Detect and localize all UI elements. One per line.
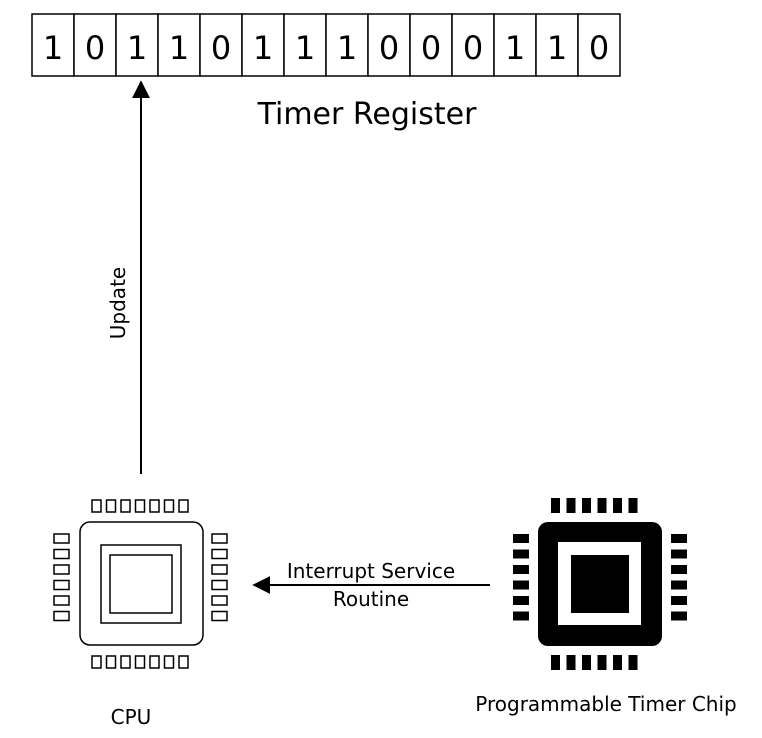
register-cell	[367, 13, 411, 77]
cpu-pin-bottom	[91, 655, 102, 669]
cpu-pin-right	[211, 533, 228, 544]
cpu-pin-right	[211, 579, 228, 591]
register-bit: 1	[505, 29, 525, 67]
cpu-pin-right	[211, 548, 228, 560]
cpu-pin-top	[178, 499, 189, 513]
register-bit: 0	[211, 29, 231, 67]
cpu-pin-left	[53, 548, 70, 560]
cpu-pin-right	[211, 595, 228, 606]
timer-register-label: Timer Register	[257, 97, 477, 132]
timer-chip-label: Programmable Timer Chip	[475, 692, 736, 716]
cpu-chip-icon	[53, 499, 228, 669]
cpu-pin-left	[53, 610, 70, 622]
timer-pin-left	[513, 549, 529, 559]
register-cell	[115, 13, 159, 77]
timer-pin-top	[551, 498, 560, 513]
register-bit: 1	[547, 29, 567, 67]
cpu-pin-top	[120, 499, 131, 513]
timer-pin-bottom	[582, 655, 591, 670]
timer-pin-left	[513, 611, 529, 621]
cpu-label: CPU	[111, 705, 152, 729]
timer-pin-bottom	[613, 655, 622, 670]
timer-pin-top	[628, 498, 638, 513]
isr-label-line1: Interrupt Service	[287, 559, 455, 583]
cpu-pin-bottom	[120, 655, 131, 669]
cpu-pin-top	[105, 499, 117, 513]
cpu-pin-left	[53, 579, 70, 591]
register-bit: 1	[169, 29, 189, 67]
cpu-pin-left	[53, 564, 70, 575]
register-cell	[31, 13, 75, 77]
timer-pin-right	[671, 549, 687, 559]
register-bit: 0	[463, 29, 483, 67]
timer-pin-right	[671, 565, 687, 574]
timer-core	[571, 555, 629, 613]
register-cell	[241, 13, 285, 77]
cpu-pin-top	[149, 499, 160, 513]
cpu-pin-bottom	[178, 655, 189, 669]
timer-pin-left	[513, 534, 529, 543]
timer-pin-bottom	[551, 655, 560, 670]
timer-pin-right	[671, 611, 687, 621]
register-cell	[493, 13, 537, 77]
cpu-pin-right	[211, 610, 228, 622]
register-bit: 0	[379, 29, 399, 67]
timer-pin-left	[513, 580, 529, 590]
register-bit: 1	[295, 29, 315, 67]
timer-pin-right	[671, 596, 687, 605]
cpu-pin-top	[91, 499, 102, 513]
register-cell	[73, 13, 117, 77]
timer-pin-left	[513, 565, 529, 574]
register-bit: 0	[589, 29, 609, 67]
register-bit: 1	[337, 29, 357, 67]
register-cell	[283, 13, 327, 77]
cpu-pin-top	[134, 499, 146, 513]
register-cell	[535, 13, 579, 77]
cpu-pin-bottom	[149, 655, 160, 669]
isr-label-line2: Routine	[333, 587, 409, 611]
cpu-pin-left	[53, 533, 70, 544]
timer-pin-bottom	[628, 655, 638, 670]
cpu-pin-right	[211, 564, 228, 575]
timer-pin-right	[671, 534, 687, 543]
cpu-pin-bottom	[105, 655, 117, 669]
timer-pin-top	[613, 498, 622, 513]
cpu-pin-top	[163, 499, 175, 513]
register-cell	[325, 13, 369, 77]
register-cell	[199, 13, 243, 77]
cpu-pin-left	[53, 595, 70, 606]
cpu-pin-bottom	[134, 655, 146, 669]
timer-pin-top	[597, 498, 607, 513]
timer-pin-left	[513, 596, 529, 605]
timer-chip-icon	[513, 498, 687, 670]
register-bit: 0	[85, 29, 105, 67]
register-cell	[409, 13, 453, 77]
cpu-pin-bottom	[163, 655, 175, 669]
register-bit: 1	[43, 29, 63, 67]
timer-pin-bottom	[566, 655, 576, 670]
register-bit: 0	[421, 29, 441, 67]
register-bit: 1	[253, 29, 273, 67]
register-bit: 1	[127, 29, 147, 67]
timer-pin-bottom	[597, 655, 607, 670]
timer-pin-top	[566, 498, 576, 513]
timer-pin-top	[582, 498, 591, 513]
register-cell	[577, 13, 621, 77]
update-label: Update	[106, 267, 130, 339]
cpu-core-inner	[109, 554, 173, 614]
timer-pin-right	[671, 580, 687, 590]
